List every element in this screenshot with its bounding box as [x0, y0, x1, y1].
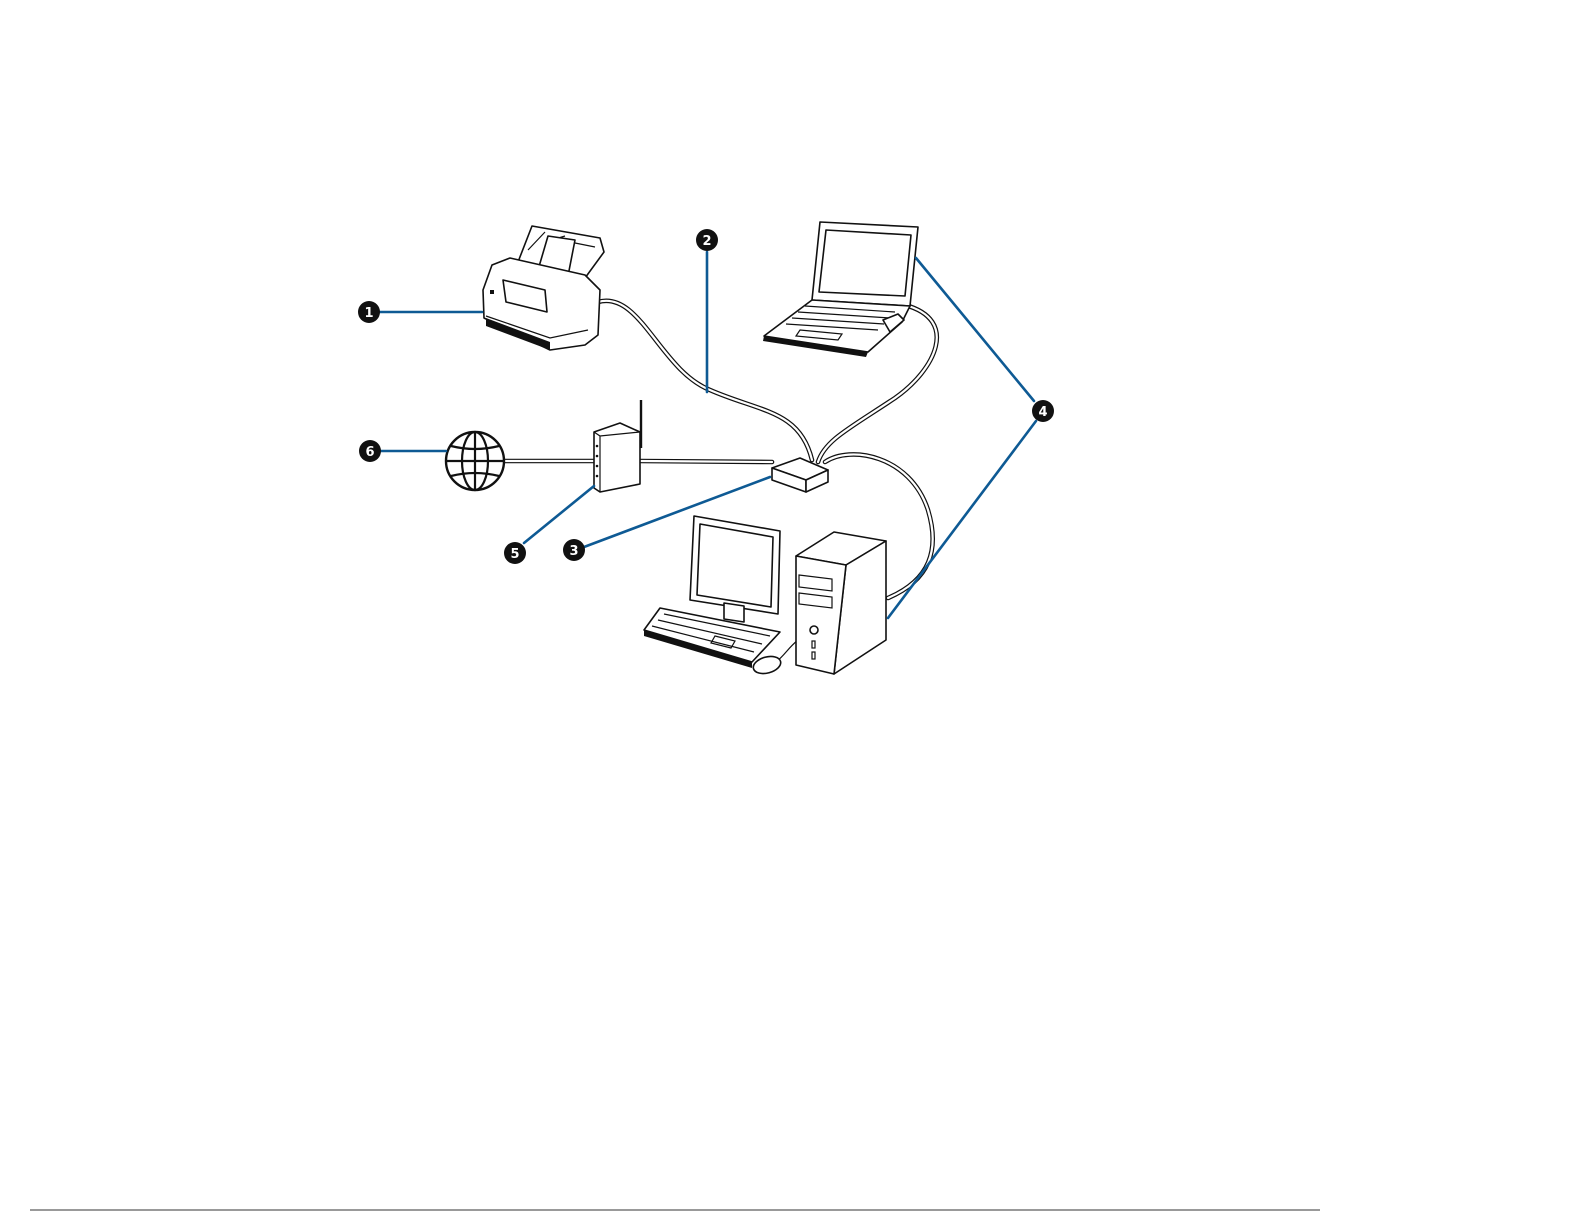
callout-2-label: 2	[702, 234, 711, 249]
desktop-computer-icon	[644, 516, 886, 676]
wireless-router-icon	[594, 400, 641, 492]
callout-3: 3	[563, 539, 585, 561]
cable-router-hub	[640, 461, 772, 462]
computer-tower	[796, 532, 886, 674]
scanner-icon	[483, 226, 604, 350]
callout-2: 2	[696, 229, 718, 251]
callout-5-label: 5	[510, 547, 519, 562]
callout-1-label: 1	[364, 306, 373, 321]
leader-5	[524, 486, 594, 543]
callout-3-label: 3	[569, 544, 578, 559]
laptop-icon	[763, 222, 918, 357]
callout-6: 6	[359, 440, 381, 462]
callout-1: 1	[358, 301, 380, 323]
callout-4-label: 4	[1038, 405, 1047, 420]
globe-icon	[446, 432, 504, 490]
callout-5: 5	[504, 542, 526, 564]
callout-6-label: 6	[365, 445, 374, 460]
leader-4b	[888, 421, 1036, 618]
callout-4: 4	[1032, 400, 1054, 422]
